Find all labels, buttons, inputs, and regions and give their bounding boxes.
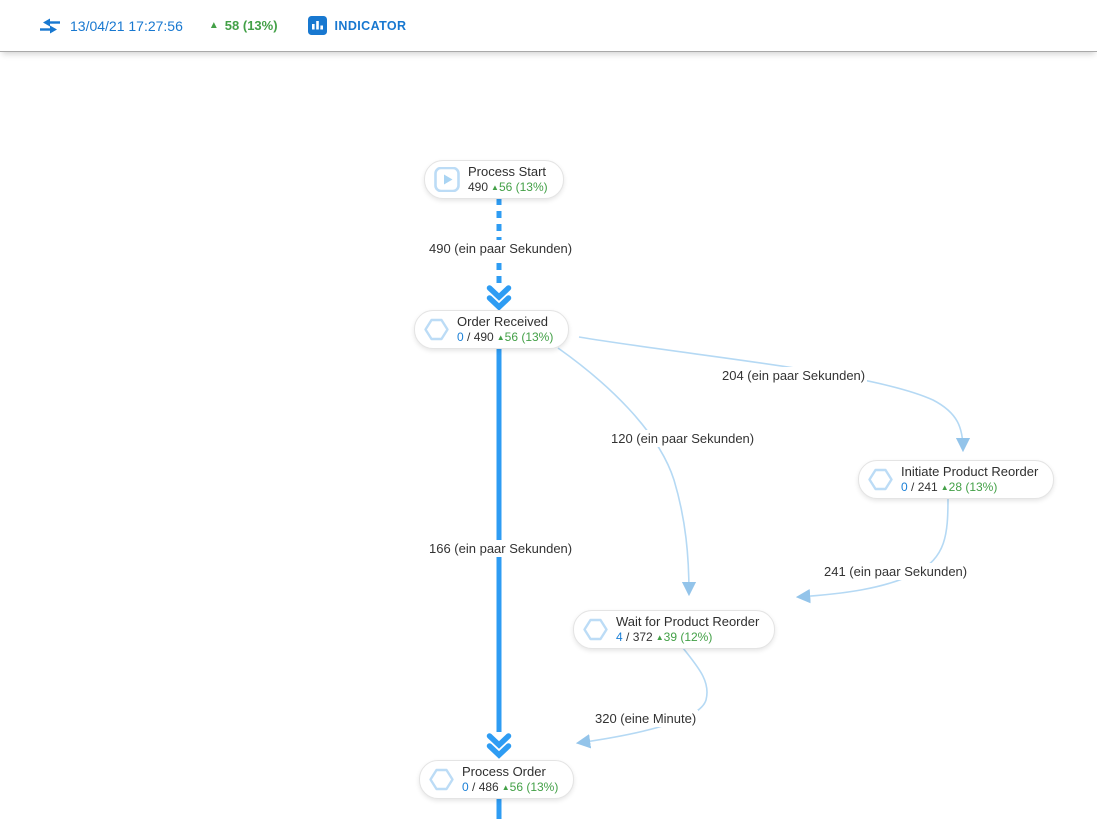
edge-arrow-double-chevron — [486, 733, 512, 749]
node-stats: 490▲56 (13%) — [468, 180, 548, 195]
timestamp[interactable]: 13/04/21 17:27:56 — [70, 17, 183, 34]
node-title: Initiate Product Reorder — [901, 464, 1039, 479]
node-trend: ▲28 (13%) — [940, 480, 998, 494]
edge-order-received-to-initiate-reorder[interactable] — [578, 336, 971, 453]
trend-up-icon: ▲ — [491, 183, 499, 192]
node-active-count: 0 — [462, 780, 469, 794]
node-stats: 0 / 490▲56 (13%) — [457, 330, 553, 345]
node-process-start[interactable]: Process Start 490▲56 (13%) — [424, 160, 564, 199]
trend-up-icon: ▲ — [208, 19, 219, 31]
node-active-count: 4 — [616, 630, 623, 644]
edge-label-204[interactable]: 204 (ein paar Sekunden) — [720, 367, 868, 384]
node-wait-for-product-reorder[interactable]: Wait for Product Reorder 4 / 372▲39 (12%… — [573, 610, 776, 649]
node-title: Order Received — [457, 314, 549, 329]
hexagon-icon — [868, 468, 893, 491]
node-trend: ▲39 (12%) — [655, 630, 713, 644]
node-active-count: 0 — [457, 330, 464, 344]
edge-arrow-double-chevron — [486, 743, 512, 759]
edge-wait-reorder-to-process-order[interactable] — [575, 647, 708, 749]
node-total-count: / 490 — [467, 330, 494, 344]
toolbar: 13/04/21 17:27:56 ▲ 58 (13%) INDICATOR — [0, 0, 1097, 52]
process-diagram-canvas[interactable]: 490 (ein paar Sekunden) 204 (ein paar Se… — [0, 52, 1097, 819]
edge-label-120[interactable]: 120 (ein paar Sekunden) — [609, 430, 757, 447]
trend-up-icon: ▲ — [496, 333, 505, 342]
node-trend: ▲56 (13%) — [501, 780, 559, 794]
node-title: Wait for Product Reorder — [616, 614, 760, 629]
edge-arrow-double-chevron — [486, 295, 512, 311]
node-title: Process Order — [462, 764, 546, 779]
hexagon-icon — [429, 768, 454, 791]
time-filter[interactable]: 13/04/21 17:27:56 — [38, 17, 183, 35]
node-active-count: 0 — [901, 480, 908, 494]
node-count: 490 — [468, 180, 489, 194]
node-total-count: / 486 — [472, 780, 499, 794]
node-trend: ▲56 (13%) — [491, 180, 548, 194]
hexagon-icon — [424, 318, 449, 341]
trend-up-icon: ▲ — [501, 783, 510, 792]
edge-label-241[interactable]: 241 (ein paar Sekunden) — [822, 563, 970, 580]
trend-up-icon: ▲ — [655, 633, 664, 642]
edge-initiate-reorder-to-wait-reorder[interactable] — [795, 497, 949, 604]
trend-value: 58 (13%) — [224, 18, 278, 33]
edge-label-320[interactable]: 320 (eine Minute) — [593, 710, 699, 727]
node-total-count: / 241 — [911, 480, 938, 494]
play-icon — [434, 167, 460, 192]
edge-label-166[interactable]: 166 (ein paar Sekunden) — [427, 540, 575, 557]
hexagon-icon — [583, 618, 608, 641]
edge-arrow-double-chevron — [486, 285, 512, 301]
node-stats: 0 / 241▲28 (13%) — [901, 480, 1038, 495]
node-total-count: / 372 — [626, 630, 653, 644]
indicator-button[interactable]: INDICATOR — [307, 16, 407, 35]
node-order-received[interactable]: Order Received 0 / 490▲56 (13%) — [414, 310, 570, 349]
bar-chart-icon — [307, 16, 327, 35]
compare-arrows-icon — [38, 17, 62, 35]
indicator-label: INDICATOR — [334, 18, 407, 33]
edge-label-490[interactable]: 490 (ein paar Sekunden) — [427, 240, 575, 257]
node-process-order[interactable]: Process Order 0 / 486▲56 (13%) — [419, 760, 575, 799]
node-title: Process Start — [468, 164, 547, 179]
edge-order-received-to-wait-reorder[interactable] — [557, 347, 697, 597]
trend-up-icon: ▲ — [940, 483, 949, 492]
trend-indicator: ▲ 58 (13%) — [209, 18, 278, 33]
node-stats: 0 / 486▲56 (13%) — [462, 780, 558, 795]
node-stats: 4 / 372▲39 (12%) — [616, 630, 759, 645]
node-initiate-product-reorder[interactable]: Initiate Product Reorder 0 / 241▲28 (13%… — [858, 460, 1055, 499]
node-trend: ▲56 (13%) — [496, 330, 554, 344]
